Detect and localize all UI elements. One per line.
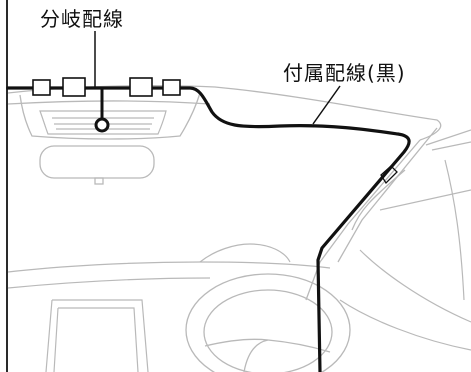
center-display xyxy=(45,299,149,372)
branch-connector xyxy=(94,117,110,133)
cable-clip xyxy=(32,79,51,96)
steering-wheel xyxy=(185,273,351,372)
rearview-mirror xyxy=(39,145,155,185)
a-pillar xyxy=(305,127,438,301)
branch-wiring-label: 分岐配線 xyxy=(40,7,124,31)
dashboard xyxy=(7,243,331,289)
wiring-cable xyxy=(6,86,411,372)
cable-clips xyxy=(32,77,181,97)
cable-clip xyxy=(162,79,181,96)
pillar-clip xyxy=(380,165,398,185)
supplied-wiring-label: 付属配線(黒) xyxy=(283,61,406,85)
supplied-wiring-leader xyxy=(312,85,341,125)
side-window xyxy=(339,129,471,351)
cable-clip xyxy=(129,77,153,97)
cable-clip xyxy=(62,77,86,97)
